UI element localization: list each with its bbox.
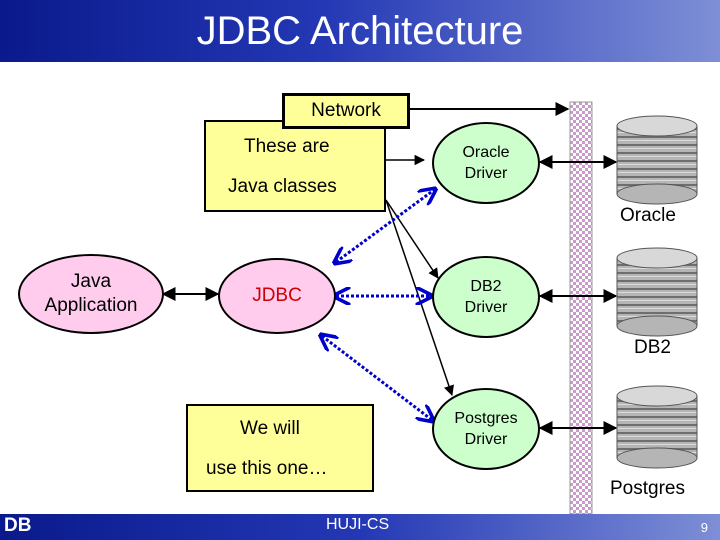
footer-left: DB [4, 515, 32, 536]
oracle-driver-node: Oracle Driver [432, 122, 540, 204]
db2-driver-node: DB2 Driver [432, 256, 540, 338]
note-top-line1: These are [244, 136, 330, 157]
network-label: Network [282, 93, 410, 129]
note-top-line2: Java classes [228, 176, 337, 197]
slide-title: JDBC Architecture [196, 9, 524, 53]
java-application-node: Java Application [18, 254, 164, 334]
title-bar [0, 0, 720, 62]
oracle-driver-line2: Driver [464, 165, 508, 182]
postgres-db-cylinder [616, 385, 698, 469]
app-label-line1: Java [70, 271, 112, 292]
db2-driver-line2: Driver [464, 299, 508, 316]
network-band [569, 101, 593, 515]
jdbc-postgres-dotted-arrow [322, 336, 432, 420]
postgres-db-label: Postgres [610, 478, 685, 499]
oracle-driver-line1: Oracle [462, 144, 510, 161]
note-top-arrow [385, 199, 439, 279]
jdbc-node: JDBC [218, 258, 336, 334]
footer-bar: DB HUJI-CS 9 [0, 514, 720, 540]
postgres-driver-line2: Driver [464, 431, 508, 448]
jdbc-oracle-dotted-arrow [336, 190, 434, 262]
footer-center: HUJI-CS [326, 516, 390, 533]
db2-db-label: DB2 [634, 337, 671, 358]
note-bottom-line2: use this one… [206, 458, 328, 479]
postgres-driver-node: Postgres Driver [432, 388, 540, 470]
oracle-db-cylinder [616, 115, 698, 205]
note-bottom-line1: We will [240, 418, 300, 439]
db2-driver-line1: DB2 [470, 278, 502, 295]
db2-db-cylinder [616, 247, 698, 337]
note-we-will-use: We will use this one… [186, 404, 374, 492]
note-java-classes: These are Java classes [204, 120, 386, 212]
oracle-db-label: Oracle [620, 205, 676, 226]
jdbc-label: JDBC [252, 285, 302, 306]
app-label-line2: Application [44, 295, 138, 316]
postgres-driver-line1: Postgres [454, 410, 518, 427]
page-number: 9 [700, 520, 708, 535]
